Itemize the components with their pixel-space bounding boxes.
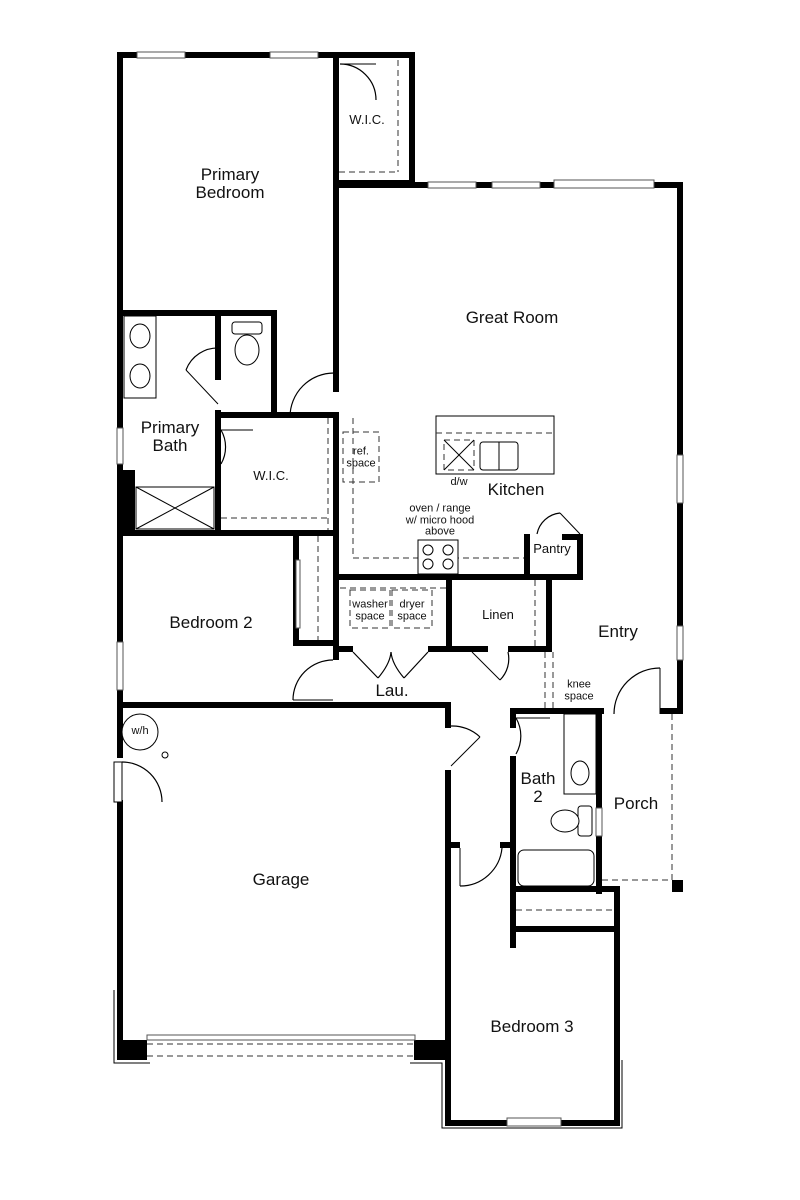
label-line: knee [567,678,591,691]
bathtub-icon [517,849,595,887]
label-line: washer [352,598,388,611]
washer-space-label: washer space [352,599,387,622]
ref-space-label: ref. space [346,446,375,469]
label-line: Bath [520,769,556,789]
label-line: ref. [353,445,369,458]
label-line: Primary [140,418,200,438]
label-line: Bath [152,436,188,455]
label-line: above [425,525,455,538]
toilet-tank-icon [231,321,263,335]
room-bath-2: Bath 2 [521,770,556,806]
label-line: dryer [399,598,425,611]
water-heater-label: w/h [131,725,149,738]
label-line: space [564,690,594,702]
knee-space-label: knee space [564,679,593,702]
label-line: 2 [533,787,543,806]
dashed-lines [147,60,673,1057]
oven-range-label: oven / range w/ micro hood above [405,502,475,539]
exterior-outline [113,990,623,1129]
washer-space [349,589,391,629]
room-porch: Porch [613,794,659,814]
room-garage: Garage [252,870,310,890]
room-linen: Linen [482,607,514,623]
label-line: Bedroom [195,183,265,202]
dishwasher-label: d/w [450,476,468,489]
walls [117,52,683,1126]
label-line: space [397,610,427,622]
water-heater-icon [121,713,159,751]
label-line: space [355,610,385,622]
toilet-icon [550,809,580,833]
sink-icon [129,323,151,349]
room-entry: Entry [598,622,638,642]
dryer-space [391,589,433,629]
range-icon [417,539,459,575]
room-bedroom-3: Bedroom 3 [490,1017,574,1037]
fixtures [121,315,597,887]
room-bath-wic: W.I.C. [253,468,289,484]
room-kitchen: Kitchen [487,480,545,500]
label-line: space [346,457,376,469]
toilet-tank-icon [577,805,593,837]
room-laundry: Lau. [375,681,409,701]
refrigerator-space [342,431,380,483]
sink-icon [129,363,151,389]
toilet-icon [234,334,260,366]
windows [116,51,684,1127]
label-line: w/ micro hood [405,514,475,527]
room-primary-bedroom: Primary Bedroom [196,166,265,202]
room-great-room: Great Room [465,308,559,328]
dryer-space-label: dryer space [397,599,426,622]
dishwasher-icon [443,439,475,471]
room-pantry: Pantry [533,541,571,557]
sink-icon [570,760,590,786]
room-primary-wic: W.I.C. [349,112,385,128]
doors [113,63,661,887]
room-primary-bath: Primary Bath [141,419,200,455]
label-line: oven / range [409,502,471,515]
room-bedroom-2: Bedroom 2 [169,613,253,633]
label-line: Primary [200,165,260,185]
